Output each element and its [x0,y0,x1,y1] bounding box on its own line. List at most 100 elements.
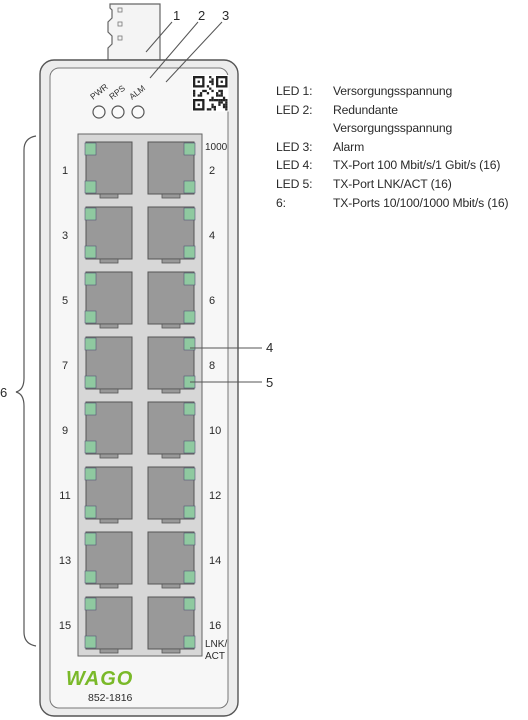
port-lnk-led [183,570,196,584]
port-lnk-led [183,505,196,519]
ethernet-port-5: 5 [62,271,133,329]
port-number-label: 9 [62,425,68,437]
ethernet-port-7: 7 [62,336,133,394]
port-latch [161,648,181,654]
legend-value: TX-Port 100 Mbit/s/1 Gbit/s (16) [333,158,501,173]
port-number-label: 15 [59,620,71,632]
port-lnk-led [183,180,196,194]
qr-module [222,105,226,109]
ethernet-port-16: 16 [147,596,221,654]
port-latch [161,258,181,264]
callout-lines [145,21,262,383]
status-led-rps [111,105,125,119]
qr-module [225,101,228,104]
qr-module [222,103,226,106]
legend-value: Versorgungsspannung [333,84,453,98]
qr-module [220,92,223,95]
qr-code-icon [192,75,229,112]
callout-4: 4 [266,340,273,355]
port-latch [161,193,181,199]
ethernet-port-13: 13 [59,531,133,589]
port-speed-led [84,532,97,546]
port-latch [161,518,181,524]
qr-module [211,80,214,83]
qr-module [206,108,210,111]
port-speed-led [84,402,97,416]
port-number-label: 4 [209,230,215,242]
port-lnk-led [84,505,97,519]
port-lnk-led [183,635,196,649]
port-number-label: 10 [209,425,221,437]
port-speed-led [183,597,196,611]
port-speed-led [84,597,97,611]
status-led-alm [131,105,145,119]
port-latch [99,258,119,264]
qr-module [220,94,223,97]
qr-module [202,89,205,93]
qr-module [211,103,214,106]
qr-module [218,103,221,106]
legend-row: LED 4: TX-Port 100 Mbit/s/1 Gbit/s (16) [276,156,528,175]
port-speed-led [183,467,196,481]
port-speed-led [183,337,196,351]
port-number-label: 16 [209,620,221,632]
qr-module [211,99,214,102]
port-speed-led [84,337,97,351]
port-number-label: 12 [209,490,221,502]
legend-row: LED 2: Redundante [276,101,528,120]
status-led-pwr [92,105,106,119]
port-speed-led [84,207,97,221]
port-number-label: 3 [62,230,68,242]
speed-label: 1000 [205,142,228,153]
qr-module [209,99,212,102]
callout-1: 1 [173,8,180,23]
port-latch [161,583,181,589]
legend-value: Alarm [333,139,365,154]
qr-module [193,89,196,93]
port-lnk-led [183,245,196,259]
ethernet-port-10: 10 [147,401,221,459]
din-rail-clip [107,3,161,61]
qr-module [209,76,212,79]
qr-module [218,101,221,104]
qr-module [211,105,214,109]
legend-key: LED 5: [276,176,313,191]
qr-module [225,103,228,106]
svg-text:WAGO: WAGO [66,668,133,690]
port-number-label: 13 [59,555,71,567]
legend-value: Redundante [333,102,398,117]
port-number-label: 1 [62,165,68,177]
legend-value: Versorgungsspannung [333,121,453,136]
ethernet-port-9: 9 [62,401,133,459]
qr-module [211,89,214,93]
port-latch [99,323,119,329]
port-number-label: 6 [209,295,215,307]
port-latch [99,193,119,199]
port-speed-led [84,142,97,156]
port-latch [161,388,181,394]
led-legend: LED 1: Versorgungsspannung LED 2: Redund… [276,82,528,212]
qr-finder-dot [197,103,200,106]
qr-module [209,87,212,90]
qr-module [213,99,216,102]
ethernet-port-11: 11 [59,466,133,524]
ethernet-port-3: 3 [62,206,133,264]
callout-5: 5 [266,375,273,390]
port-number-label: 8 [209,360,215,372]
port-lnk-led [84,375,97,389]
qr-module [206,85,210,88]
qr-module [220,89,223,93]
qr-module [199,92,203,95]
ethernet-port-15: 15 [59,596,133,654]
callout-6: 6 [0,385,7,400]
port-lnk-led [183,440,196,454]
port-latch [99,648,119,654]
lnk-act-label-line1: LNK/ [205,639,227,650]
qr-module [216,99,219,102]
legend-key: LED 4: [276,158,313,173]
qr-module [225,108,228,111]
port-speed-led [84,467,97,481]
legend-row: LED 1: Versorgungsspannung [276,82,528,101]
